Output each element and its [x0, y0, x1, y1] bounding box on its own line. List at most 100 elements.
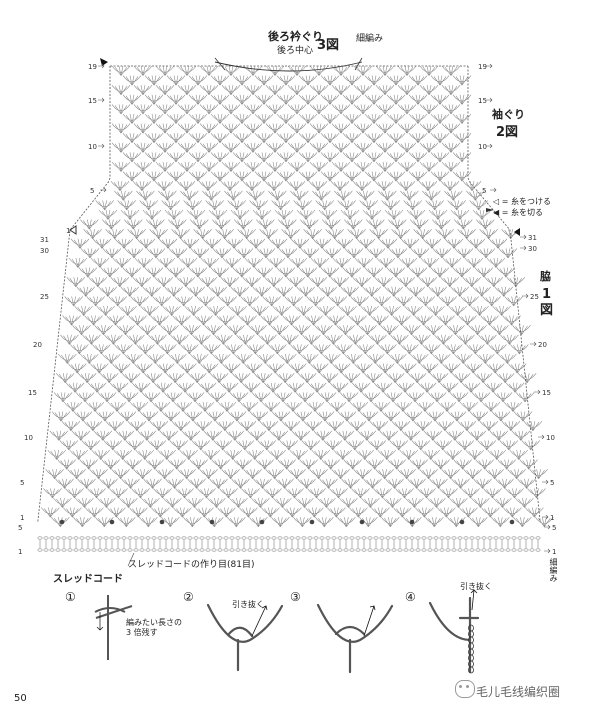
fan-stitch	[312, 238, 332, 249]
fan-stitch	[234, 248, 254, 259]
fan-stitch	[254, 113, 274, 124]
fan-stitch	[513, 411, 533, 422]
fan-stitch	[259, 421, 279, 431]
fan-stitch	[175, 488, 194, 499]
fan-stitch	[220, 277, 240, 287]
fan-stitch	[221, 469, 240, 479]
chain-stitch	[115, 548, 121, 552]
fan-stitch	[234, 219, 253, 230]
fan-stitch	[72, 325, 91, 335]
fan-stitch	[479, 229, 498, 239]
fan-stitch	[278, 248, 298, 259]
chain-stitch	[193, 536, 199, 540]
chain-stitch	[367, 548, 373, 552]
fan-stitch	[64, 296, 83, 307]
fan-stitch	[291, 430, 311, 441]
fan-stitch	[125, 440, 145, 451]
fan-stitch	[227, 517, 246, 527]
fan-stitch	[161, 200, 180, 211]
fan-stitch	[419, 123, 439, 134]
chain-stitch	[199, 548, 205, 552]
fan-stitch	[386, 75, 406, 86]
fan-stitch	[120, 286, 139, 297]
left-edge	[37, 66, 111, 523]
fan-stitch	[179, 449, 198, 460]
fan-stitch	[185, 497, 204, 508]
fan-stitch	[322, 353, 341, 364]
fan-stitch	[400, 238, 420, 249]
fan-stitch	[174, 296, 193, 307]
row-arrow	[98, 63, 105, 69]
row-left-31: 31	[40, 236, 49, 244]
fan-stitch	[188, 267, 208, 278]
fan-stitch	[404, 305, 423, 316]
cord-step2	[206, 603, 284, 672]
fan-stitch	[121, 478, 140, 489]
fan-stitch	[483, 488, 502, 499]
fan-stitch	[287, 85, 307, 95]
fan-stitch	[396, 181, 416, 191]
fan-stitch	[241, 382, 261, 393]
fan-stitch	[239, 401, 259, 412]
row-left-20: 20	[33, 341, 42, 349]
fan-stitch	[371, 401, 391, 412]
fan-stitch	[406, 286, 425, 297]
row-arrow	[544, 548, 551, 554]
chain-stitch	[343, 536, 349, 540]
fan-stitch	[136, 344, 155, 355]
fan-stitch	[388, 219, 407, 230]
fan-stitch	[417, 488, 436, 499]
fan-stitch	[249, 200, 268, 211]
row-arrow	[486, 97, 493, 103]
watermark: 毛儿毛线编织圈	[476, 685, 561, 699]
fan-stitch	[356, 238, 376, 249]
fan-stitch	[177, 142, 197, 153]
fan-stitch	[139, 517, 158, 527]
chain-stitch	[259, 536, 265, 540]
fan-stitch	[98, 286, 117, 297]
fan-stitch	[275, 478, 294, 489]
chain-stitch	[427, 536, 433, 540]
fan-stitch	[58, 353, 77, 364]
fan-stitch	[496, 267, 516, 278]
fan-stitch	[146, 353, 165, 364]
fan-stitch	[158, 344, 177, 355]
fan-stitch	[59, 440, 79, 451]
fan-stitch	[61, 421, 81, 431]
fan-stitch	[331, 65, 351, 76]
fan-stitch	[373, 488, 392, 499]
right-edge	[467, 66, 541, 523]
fan-stitch	[470, 305, 489, 316]
chain-stitch	[49, 536, 55, 540]
fan-stitch	[133, 142, 153, 153]
fan-stitch	[308, 181, 328, 191]
row-right-15a: 15	[478, 97, 487, 105]
fan-stitch	[256, 353, 275, 364]
fan-stitch	[80, 353, 99, 364]
fan-stitch	[517, 478, 536, 489]
row-arrow	[538, 434, 545, 440]
fan-stitch	[41, 507, 60, 518]
fan-stitch	[73, 517, 92, 527]
fan-stitch	[342, 133, 362, 143]
stitch-pattern	[41, 65, 554, 527]
fan-stitch	[430, 267, 450, 278]
chain-stitch	[391, 548, 397, 552]
chain-stitch	[493, 548, 499, 552]
fan-stitch	[452, 133, 472, 143]
fan-stitch	[309, 161, 329, 172]
fan-stitch	[285, 488, 304, 499]
attach-marker-left	[69, 225, 77, 235]
fan-stitch	[271, 411, 291, 422]
fan-stitch	[193, 229, 212, 239]
fan-stitch	[337, 200, 356, 211]
fan-stitch	[350, 296, 369, 307]
fan-stitch	[215, 421, 235, 431]
fan-stitch	[334, 190, 353, 201]
fan-stitch	[459, 401, 479, 412]
fan-stitch	[210, 267, 230, 278]
fan-stitch	[240, 296, 259, 307]
fan-stitch	[210, 113, 230, 124]
fan-stitch	[290, 190, 309, 201]
fan-stitch	[432, 248, 452, 259]
